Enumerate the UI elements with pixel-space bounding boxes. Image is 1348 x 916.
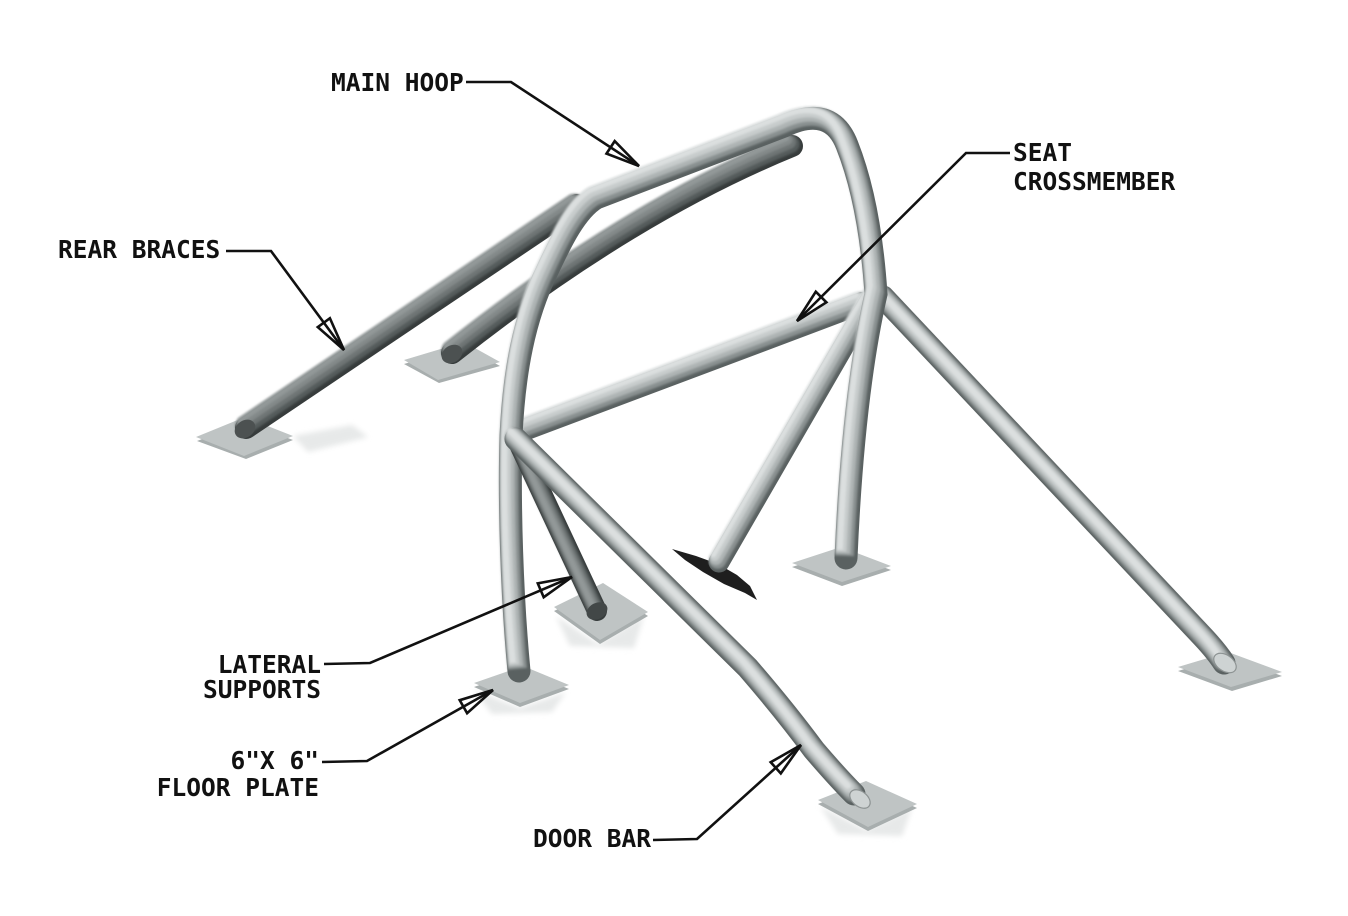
tunnel-plate <box>672 549 757 600</box>
door-bar-right-end-cap <box>1213 652 1237 674</box>
leader-lateral-supports <box>323 575 573 666</box>
door-bar-right-tube-shading <box>877 289 1223 661</box>
callouts <box>226 80 1010 842</box>
label-seat-crossmember-line1: SEAT <box>1013 138 1072 167</box>
leader-door-bar <box>652 744 802 842</box>
rear-braces <box>234 138 792 442</box>
label-lateral-supports-line2: SUPPORTS <box>203 675 321 704</box>
shadow-left-foot-plate <box>474 690 566 714</box>
floor-plate-hoop-left <box>474 666 569 703</box>
label-lateral-supports-line1: LATERAL <box>218 650 321 679</box>
shadow-rear-far-plate <box>293 425 368 452</box>
rear-brace-near-end-cap <box>441 344 463 364</box>
leader-floor-plate <box>321 688 494 764</box>
shadow-doorbar-left-plate <box>820 806 912 836</box>
door-bar-right-tube-shade-4 <box>877 289 1218 655</box>
label-main-hoop: MAIN HOOP <box>331 68 464 97</box>
door-bar-right-tube <box>877 289 1224 663</box>
label-rear-braces: REAR BRACES <box>58 235 220 264</box>
label-door-bar: DOOR BAR <box>533 824 651 853</box>
floor-shadows <box>293 425 912 836</box>
rear-brace-far-end-cap <box>234 419 256 439</box>
label-floor-plate-line2: FLOOR PLATE <box>157 773 319 802</box>
shadow-lateral-plate <box>556 616 644 648</box>
front-floor-plates <box>474 547 891 707</box>
leader-seat-crossmember <box>796 151 1010 322</box>
door-bar-right <box>877 289 1282 691</box>
leader-rear-braces <box>226 249 346 351</box>
door-bar-left <box>510 431 917 831</box>
lateral-support-left-end-cap <box>586 602 608 620</box>
label-floor-plate-line1: 6"X 6" <box>230 746 319 775</box>
label-seat-crossmember-line2: CROSSMEMBER <box>1013 167 1176 196</box>
leader-main-hoop <box>466 80 640 168</box>
labels: MAIN HOOP SEAT CROSSMEMBER REAR BRACES L… <box>58 68 1176 853</box>
door-bar-left-end-cap <box>849 789 871 809</box>
